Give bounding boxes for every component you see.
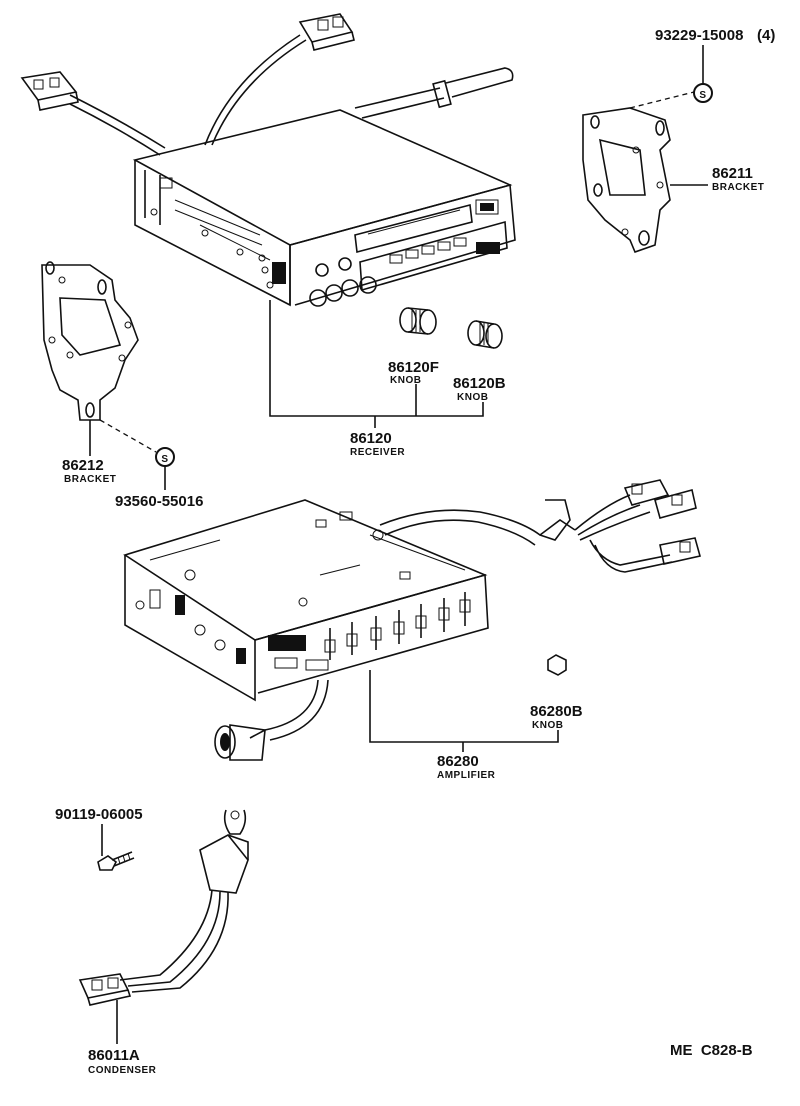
receiver-knobs: [309, 257, 377, 307]
knob-86280b-illustration: [547, 654, 567, 676]
condenser-number: 86011A: [88, 1047, 140, 1064]
condenser-name: CONDENSER: [88, 1065, 157, 1076]
screw-93229-qty: (4): [757, 27, 775, 44]
knob-86120f-name: KNOB: [390, 375, 421, 386]
bracket-86211-name: BRACKET: [712, 182, 764, 193]
receiver-illustration: [20, 13, 516, 307]
label-bracket-86212: 86212 BRACKET: [62, 457, 116, 485]
amplifier-number: 86280: [437, 753, 479, 770]
amplifier-sliders: [268, 592, 471, 671]
connector-left: [20, 71, 79, 111]
screw-marker-left: S: [161, 454, 168, 465]
knob-86120b-number: 86120B: [453, 375, 506, 392]
amplifier-illustration: [123, 479, 701, 761]
diagram-code: ME C828-B: [670, 1042, 753, 1059]
knob-86280b-name: KNOB: [532, 720, 563, 731]
label-screw-93229: 93229-15008 (4): [655, 27, 775, 44]
bolt-90119-number: 90119-06005: [55, 806, 143, 823]
receiver-name: RECEIVER: [350, 447, 405, 458]
bolt-illustration: [97, 851, 135, 871]
label-amplifier: 86280 AMPLIFIER: [437, 753, 496, 781]
amplifier-connectors: [623, 479, 701, 565]
knob-86120b-name: KNOB: [457, 392, 488, 403]
receiver-number: 86120: [350, 430, 392, 447]
condenser-illustration: [78, 809, 249, 1006]
label-knob-86120f: 86120F KNOB: [388, 359, 439, 386]
knob-86120b-illustration: [467, 320, 503, 349]
label-condenser: 86011A CONDENSER: [88, 1047, 157, 1076]
knob-86120f-number: 86120F: [388, 359, 439, 376]
screw-marker-top: S: [699, 90, 706, 101]
knob-86120f-illustration: [399, 307, 437, 335]
knob-86280b-number: 86280B: [530, 703, 583, 720]
screw-93229-number: 93229-15008: [655, 27, 743, 44]
amplifier-plug: [214, 724, 266, 761]
label-knob-86280b: 86280B KNOB: [530, 703, 583, 731]
bracket-86212-number: 86212: [62, 457, 104, 474]
bracket-86211-illustration: [582, 107, 671, 254]
label-bracket-86211: 86211 BRACKET: [712, 165, 764, 193]
bracket-86211-number: 86211: [712, 165, 753, 182]
connector-top: [298, 13, 355, 51]
label-receiver: 86120 RECEIVER: [350, 430, 405, 458]
amplifier-name: AMPLIFIER: [437, 770, 496, 781]
bracket-86212-illustration: [41, 261, 139, 421]
screw-93560-number: 93560-55016: [115, 493, 203, 510]
bracket-86212-name: BRACKET: [64, 474, 116, 485]
label-knob-86120b: 86120B KNOB: [453, 375, 506, 403]
preset-buttons: [389, 237, 500, 264]
